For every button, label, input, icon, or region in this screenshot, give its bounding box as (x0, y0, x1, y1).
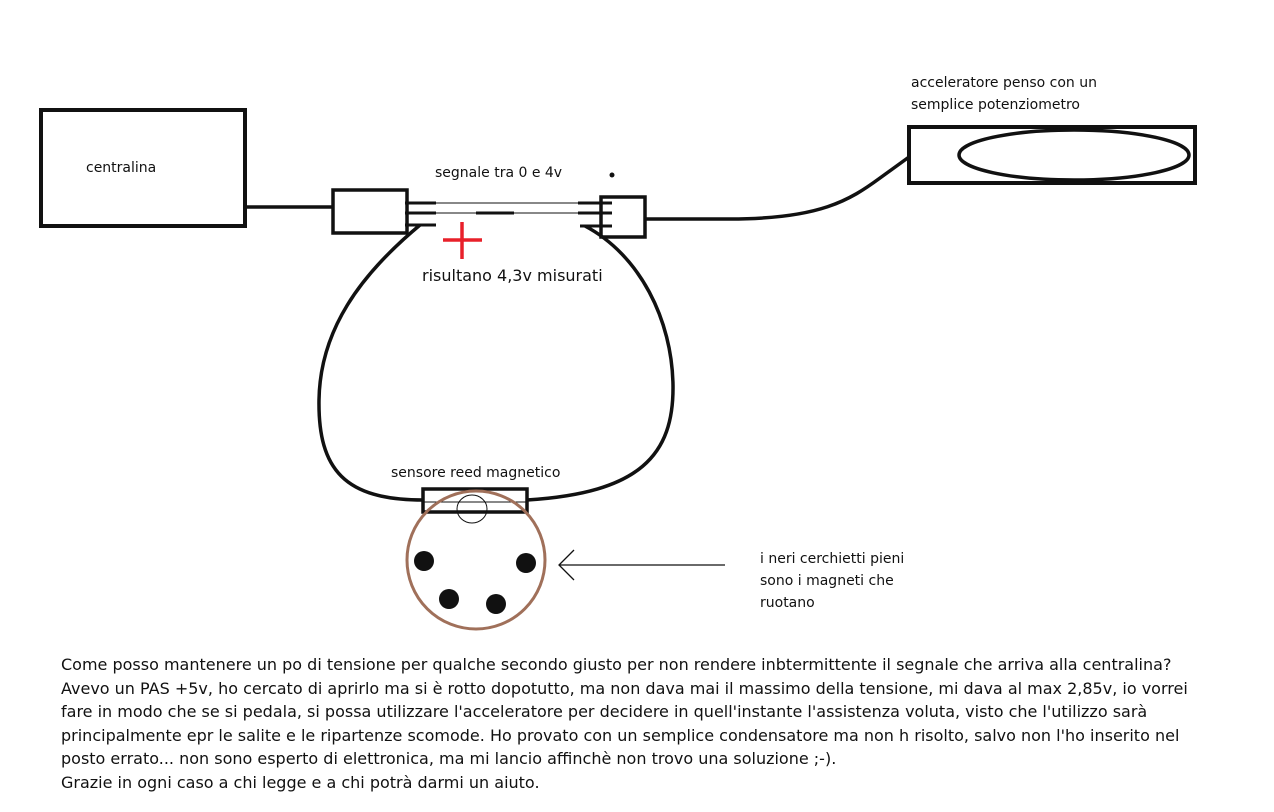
left-arrow (558, 549, 725, 581)
wire-connector-accelerator (645, 155, 911, 221)
magnet (486, 594, 506, 614)
magnet (414, 551, 434, 571)
question-line: Avevo un PAS +5v, ho cercato di aprirlo … (61, 678, 1188, 698)
left-connector (331, 188, 409, 235)
question-line: Come posso mantenere un po di tensione p… (61, 655, 1172, 674)
question-paragraph: Come posso mantenere un po di tensione p… (61, 653, 1261, 794)
accelerator-box (907, 125, 1197, 185)
right-loop-wire (526, 224, 675, 502)
left-connector-pins (405, 201, 436, 227)
question-line: principalmente epr le salite e le ripart… (61, 725, 1180, 745)
reed-sensor-box (421, 487, 529, 514)
stray-dot (609, 172, 615, 178)
label-magneti-line3: ruotano (760, 595, 815, 611)
magnets (414, 551, 536, 614)
question-line: fare in modo che se si pedala, si possa … (61, 702, 1148, 721)
potentiometer-ellipse (957, 128, 1191, 182)
right-connector (599, 195, 647, 239)
reed-sensor-small-circle (456, 494, 488, 524)
magnet (439, 589, 459, 609)
label-segnale: segnale tra 0 e 4v (435, 165, 563, 181)
question-line: posto errato... non sono esperto di elet… (61, 749, 837, 768)
red-plus-marker (443, 222, 482, 259)
magnet-wheel (405, 489, 547, 631)
label-magneti-line1: i neri cerchietti pieni (760, 551, 905, 567)
label-acceleratore-line2: semplice potenziometro (911, 97, 1080, 113)
right-connector-pins (578, 201, 612, 228)
label-risultano: risultano 4,3v misurati (422, 266, 603, 285)
label-sensore: sensore reed magnetico (391, 465, 561, 481)
magnet (516, 553, 536, 573)
question-line: Grazie in ogni caso a chi legge e a chi … (61, 772, 540, 792)
centralina-box (39, 108, 247, 228)
left-loop-wire (317, 223, 424, 502)
label-acceleratore-line1: acceleratore penso con un (911, 75, 1098, 91)
label-centralina: centralina (86, 160, 157, 176)
label-magneti-line2: sono i magneti che (760, 573, 894, 589)
